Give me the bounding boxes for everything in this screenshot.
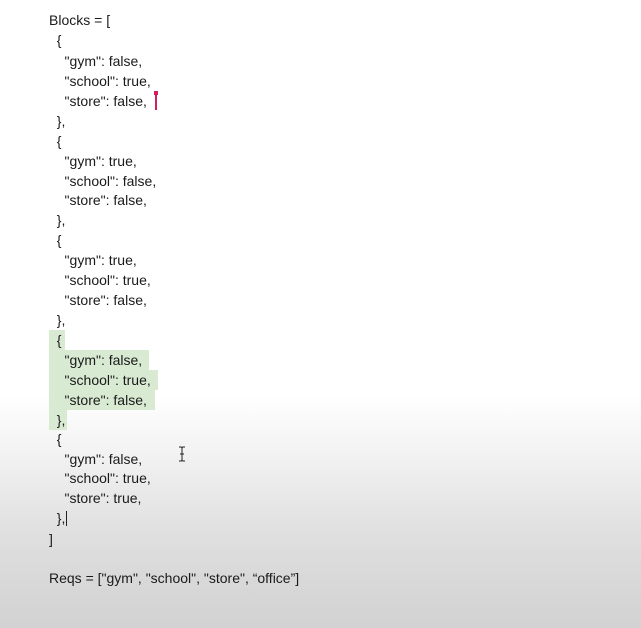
code-line: { (49, 332, 62, 348)
code-line: "school": true, (49, 272, 151, 288)
code-line: Reqs = ["gym", "school", "store", “offic… (49, 570, 300, 586)
highlight-store-line (49, 390, 155, 410)
code-line: "store": false, (49, 93, 147, 109)
code-line: "school": true, (49, 372, 151, 388)
highlight-close-brace (49, 410, 67, 430)
code-line: "store": true, (49, 490, 142, 506)
code-line: { (49, 32, 62, 48)
code-line: "store": false, (49, 392, 147, 408)
highlight-gym-line (49, 350, 149, 370)
code-line: "store": false, (49, 192, 147, 208)
code-line: "gym": false, (49, 53, 143, 69)
code-line: }, (49, 212, 66, 228)
code-line: "gym": true, (49, 252, 137, 268)
code-line: "school": false, (49, 173, 157, 189)
code-line: }, (49, 113, 66, 129)
code-line: "school": true, (49, 470, 151, 486)
code-line: "gym": false, (49, 352, 143, 368)
code-line: { (49, 431, 62, 447)
code-line: "store": false, (49, 292, 147, 308)
collaborator-cursor (154, 91, 158, 110)
code-line: "school": true, (49, 73, 151, 89)
code-line: Blocks = [ (49, 12, 111, 28)
code-line: ] (49, 531, 53, 547)
ibeam-cursor-icon (179, 446, 185, 462)
code-line: { (49, 232, 62, 248)
code-line: "gym": false, (49, 451, 143, 467)
code-line: { (49, 133, 62, 149)
text-caret (66, 511, 67, 526)
highlight-school-line (49, 370, 158, 390)
code-line: }, (49, 312, 66, 328)
code-line: "gym": true, (49, 153, 137, 169)
highlight-open-brace (49, 330, 65, 350)
code-line: }, (49, 412, 66, 428)
code-line: }, (49, 510, 66, 526)
